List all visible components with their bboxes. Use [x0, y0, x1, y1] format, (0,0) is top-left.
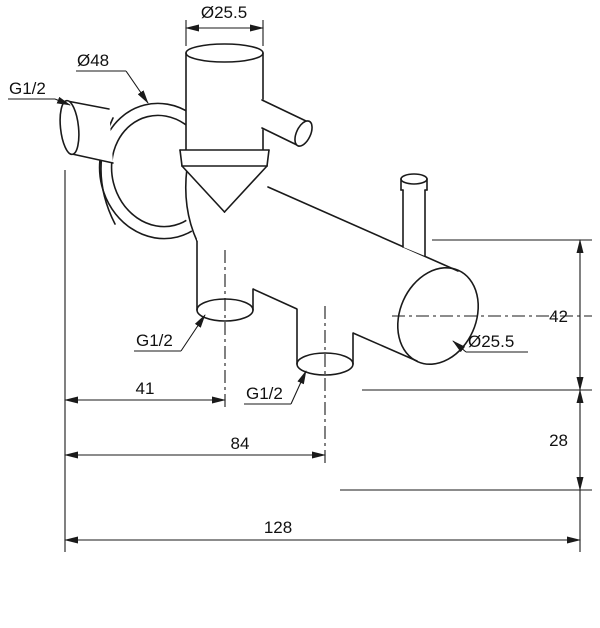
dimension-labels: Ø25.5 Ø48 G1/2 G1/2 G1/2 Ø25.5 41 84 128… — [9, 3, 568, 537]
valve-body — [181, 158, 480, 366]
centerlines — [224, 250, 592, 463]
label-dim-42: 42 — [549, 307, 568, 326]
body-left-contour — [184, 167, 198, 242]
label-dim-28: 28 — [549, 431, 568, 450]
lever-end-face — [294, 120, 313, 147]
body-bottom-edge-2 — [352, 332, 418, 362]
label-inlet-thread: G1/2 — [9, 79, 46, 98]
label-outlet2-thread: G1/2 — [246, 384, 283, 403]
label-body-diameter: Ø25.5 — [468, 332, 514, 351]
leader-outlet1-thread — [180, 314, 206, 352]
label-dim-128: 128 — [264, 518, 292, 537]
leader-flange-diameter — [125, 70, 149, 104]
label-dim-41: 41 — [136, 379, 155, 398]
bonnet-collar — [179, 149, 270, 213]
control-stub — [400, 173, 428, 257]
label-flange-diameter: Ø48 — [77, 51, 109, 70]
cartridge-housing — [185, 43, 264, 151]
v-edge-right — [223, 165, 268, 213]
leader-outlet2-thread — [290, 370, 307, 405]
label-dim-84: 84 — [231, 434, 250, 453]
label-outlet1-thread: G1/2 — [136, 331, 173, 350]
dimension-lines — [8, 20, 592, 552]
stub-top-face — [400, 173, 428, 185]
v-edge-left — [181, 165, 226, 213]
handle-lever — [261, 99, 313, 147]
leader-body-diameter — [452, 340, 467, 353]
inlet-port — [59, 99, 114, 164]
cartridge-top-face — [185, 43, 264, 63]
body-bottom-edge-1 — [252, 288, 298, 310]
leader-inlet-thread — [54, 96, 71, 106]
label-top-diameter: Ø25.5 — [201, 3, 247, 22]
body-top-edge — [267, 186, 459, 272]
valve-assembly — [59, 43, 480, 376]
